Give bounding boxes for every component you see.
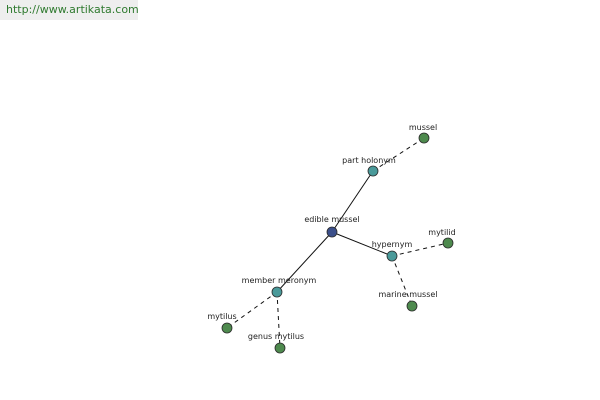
node-part-holonym[interactable]: part holonym [342,156,396,177]
node-member-meronym-dot[interactable] [271,286,283,298]
edge-edible-mussel-to-part-holonym [331,170,374,233]
node-mytilus[interactable]: mytilus [207,312,237,334]
node-genus-mytilus[interactable]: genus mytilus [248,332,304,354]
node-hypernym[interactable]: hypernym [372,240,413,262]
edge-hypernym-to-mytilid [391,242,449,257]
node-marine-mussel-label[interactable]: marine mussel [378,290,437,299]
node-mussel-dot[interactable] [418,132,430,144]
graph-edges [226,137,449,349]
edge-edible-mussel-to-hypernym [331,231,393,257]
site-url-link[interactable]: http://www.artikata.com [6,3,139,16]
node-part-holonym-label[interactable]: part holonym [342,156,396,165]
node-member-meronym-label[interactable]: member meronym [242,276,317,285]
edge-member-meronym-to-genus-mytilus [276,291,281,349]
edge-part-holonym-to-mussel [372,137,425,172]
edge-member-meronym-to-mytilus [226,291,278,329]
node-member-meronym[interactable]: member meronym [242,276,317,298]
node-mytilid[interactable]: mytilid [428,228,456,249]
node-edible-mussel-dot[interactable] [326,226,338,238]
graph-nodes: edible mussel part holonym mussel hypernym m… [207,123,456,354]
node-genus-mytilus-label[interactable]: genus mytilus [248,332,304,341]
node-marine-mussel-dot[interactable] [406,300,418,312]
url-bar: http://www.artikata.com [0,0,139,20]
edge-edible-mussel-to-member-meronym [276,231,333,293]
node-hypernym-label[interactable]: hypernym [372,240,413,249]
node-edible-mussel[interactable]: edible mussel [304,215,360,238]
node-marine-mussel[interactable]: marine mussel [378,290,438,312]
node-part-holonym-dot[interactable] [367,165,379,177]
node-mussel-label[interactable]: mussel [409,123,437,132]
node-genus-mytilus-dot[interactable] [274,342,286,354]
node-mytilus-label[interactable]: mytilus [207,312,236,321]
node-mytilus-dot[interactable] [221,322,233,334]
node-mussel[interactable]: mussel [409,123,437,144]
node-edible-mussel-label[interactable]: edible mussel [304,215,359,224]
edge-hypernym-to-marine-mussel [391,255,413,307]
node-mytilid-dot[interactable] [442,237,454,249]
node-mytilid-label[interactable]: mytilid [428,228,455,237]
node-hypernym-dot[interactable] [386,250,398,262]
